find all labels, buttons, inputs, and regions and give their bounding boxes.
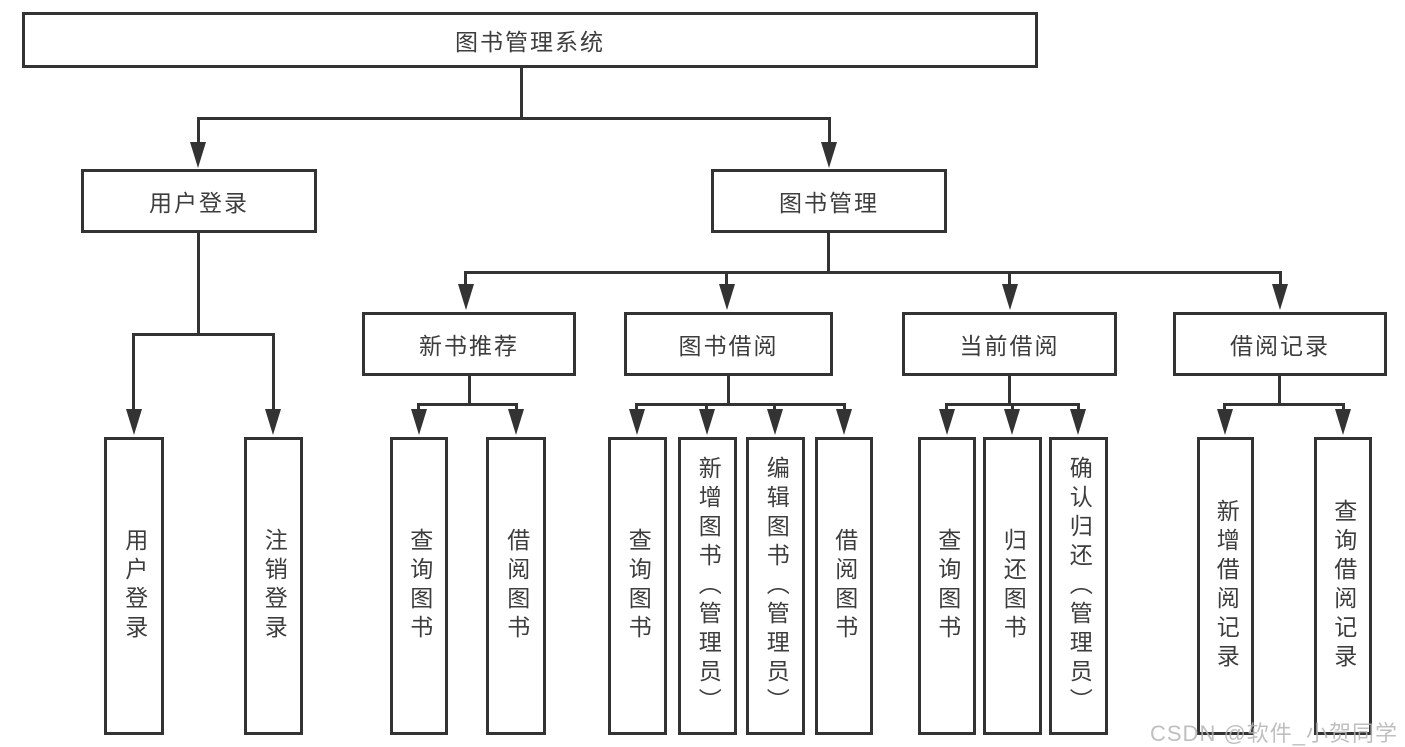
- connector-line: [1223, 403, 1345, 406]
- leaf-add-borrow-record: 新增借阅记录: [1197, 437, 1254, 735]
- node-label: 确认归还（管理员）: [1066, 455, 1093, 717]
- leaf-add-book-admin: 新增图书（管理员）: [678, 437, 737, 735]
- connector-line: [515, 403, 518, 413]
- arrowhead-down-icon: [190, 142, 206, 168]
- connector-line: [1011, 403, 1014, 413]
- node-label: 新增借阅记录: [1213, 499, 1240, 673]
- node-user-login: 用户登录: [81, 169, 317, 233]
- arrowhead-down-icon: [265, 409, 281, 435]
- connector-line: [727, 376, 730, 406]
- connector-line: [197, 233, 200, 335]
- arrowhead-down-icon: [629, 409, 645, 435]
- connector-line: [197, 117, 831, 120]
- connector-line: [1223, 403, 1226, 413]
- connector-line: [464, 271, 467, 286]
- node-label: 查询借阅记录: [1330, 499, 1357, 673]
- node-label: 当前借阅: [959, 333, 1060, 359]
- connector-line: [1008, 271, 1011, 286]
- connector-line: [132, 333, 135, 411]
- node-label: 归还图书: [1000, 528, 1027, 644]
- arrowhead-down-icon: [836, 409, 852, 435]
- arrowhead-down-icon: [939, 409, 955, 435]
- node-new-book-recommend: 新书推荐: [362, 312, 576, 376]
- connector-line: [417, 403, 518, 406]
- node-current-borrow: 当前借阅: [902, 312, 1117, 376]
- node-label: 用户登录: [121, 528, 148, 644]
- csdn-watermark: CSDN @软件_小贺同学: [1150, 721, 1399, 746]
- leaf-query-books-borrow: 查询图书: [608, 437, 667, 735]
- node-book-borrow: 图书借阅: [624, 312, 833, 376]
- leaf-user-login: 用户登录: [104, 437, 164, 735]
- arrowhead-down-icon: [1335, 409, 1351, 435]
- connector-line: [520, 66, 523, 119]
- leaf-query-books-current: 查询图书: [918, 437, 976, 735]
- connector-line: [468, 376, 471, 406]
- arrowhead-down-icon: [1002, 284, 1018, 310]
- node-label: 注销登录: [261, 528, 288, 644]
- arrowhead-down-icon: [126, 409, 142, 435]
- node-label: 查询图书: [625, 528, 652, 644]
- connector-line: [635, 403, 638, 413]
- connector-line: [1008, 376, 1011, 406]
- connector-line: [1342, 403, 1345, 413]
- connector-line: [272, 333, 275, 411]
- leaf-return-books: 归还图书: [983, 437, 1042, 735]
- leaf-edit-book-admin: 编辑图书（管理员）: [746, 437, 805, 735]
- arrowhead-down-icon: [699, 409, 715, 435]
- node-label: 用户登录: [149, 190, 249, 216]
- node-label: 图书管理系统: [455, 29, 605, 55]
- arrowhead-down-icon: [1217, 409, 1233, 435]
- connector-line: [197, 117, 200, 144]
- leaf-query-books-recommend: 查询图书: [390, 437, 448, 735]
- connector-line: [1278, 376, 1281, 406]
- node-label: 借阅图书: [503, 528, 530, 644]
- arrowhead-down-icon: [719, 284, 735, 310]
- node-label: 查询图书: [406, 528, 433, 644]
- connector-line: [1279, 271, 1282, 286]
- node-label: 图书管理: [779, 190, 879, 216]
- arrowhead-down-icon: [1004, 409, 1020, 435]
- connector-line: [635, 403, 846, 406]
- node-label: 新增图书（管理员）: [695, 455, 722, 717]
- leaf-borrow-books-recommend: 借阅图书: [486, 437, 546, 735]
- arrowhead-down-icon: [821, 142, 837, 168]
- connector-line: [773, 403, 776, 413]
- node-root: 图书管理系统: [22, 12, 1038, 68]
- leaf-borrow-books: 借阅图书: [815, 437, 873, 735]
- connector-line: [843, 403, 846, 413]
- node-label: 查询图书: [934, 528, 961, 644]
- node-label: 借阅图书: [831, 528, 858, 644]
- node-book-management: 图书管理: [711, 169, 947, 233]
- leaf-logout: 注销登录: [244, 437, 303, 735]
- arrowhead-down-icon: [411, 409, 427, 435]
- arrowhead-down-icon: [1272, 284, 1288, 310]
- connector-line: [827, 233, 830, 272]
- node-label: 借阅记录: [1230, 333, 1330, 359]
- arrowhead-down-icon: [458, 284, 474, 310]
- connector-line: [464, 271, 1282, 274]
- node-label: 编辑图书（管理员）: [763, 455, 790, 717]
- node-label: 图书借阅: [678, 333, 779, 359]
- leaf-query-borrow-record: 查询借阅记录: [1314, 437, 1372, 735]
- connector-line: [945, 403, 948, 413]
- arrowhead-down-icon: [1070, 409, 1086, 435]
- node-label: 新书推荐: [419, 333, 519, 359]
- arrowhead-down-icon: [508, 409, 524, 435]
- connector-line: [705, 403, 708, 413]
- node-borrow-records: 借阅记录: [1173, 312, 1387, 376]
- connector-line: [132, 333, 275, 336]
- connector-line: [1077, 403, 1080, 413]
- connector-line: [725, 271, 728, 286]
- connector-line: [828, 117, 831, 144]
- connector-line: [417, 403, 420, 413]
- leaf-confirm-return-admin: 确认归还（管理员）: [1049, 437, 1108, 735]
- arrowhead-down-icon: [767, 409, 783, 435]
